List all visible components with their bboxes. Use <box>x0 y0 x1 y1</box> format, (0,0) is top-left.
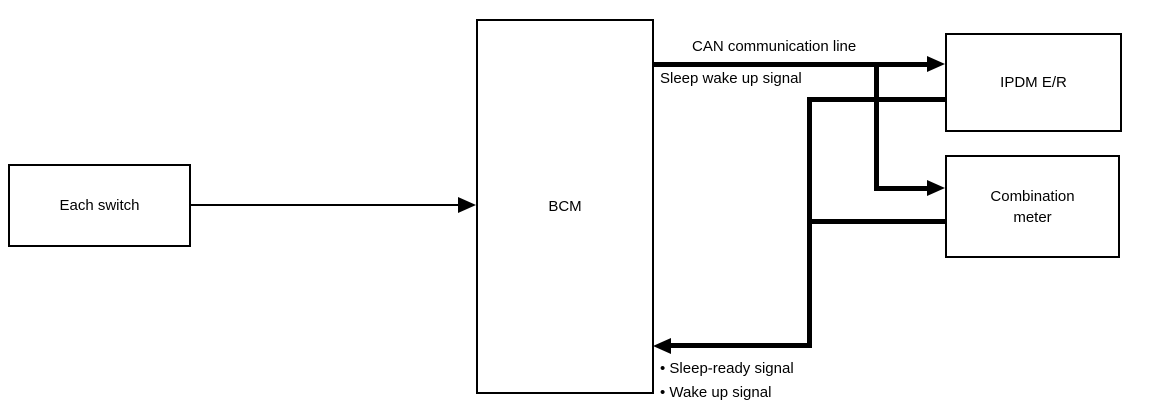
combination-meter-return-line <box>807 219 945 224</box>
arrowhead-into-combination-meter <box>927 180 945 196</box>
node-bcm: BCM <box>476 19 654 394</box>
each-switch-label: Each switch <box>59 197 140 214</box>
line-each-switch-to-bcm <box>191 204 458 206</box>
ipdm-return-line <box>807 97 945 102</box>
node-ipdm-er: IPDM E/R <box>945 33 1122 132</box>
bcm-label: BCM <box>548 198 582 215</box>
arrowhead-into-bcm <box>458 197 476 213</box>
wake-up-signal-label: • Wake up signal <box>660 384 772 401</box>
arrowhead-into-ipdm-er <box>927 56 945 72</box>
sleep-wake-up-signal-label: Sleep wake up signal <box>660 70 802 87</box>
node-each-switch: Each switch <box>8 164 191 247</box>
sleep-ready-signal-label: • Sleep-ready signal <box>660 360 794 377</box>
line-to-combination-meter <box>874 186 929 191</box>
node-combination-meter: Combination meter <box>945 155 1120 258</box>
combination-meter-label: Combination meter <box>990 187 1075 226</box>
arrowhead-return-into-bcm <box>653 338 671 354</box>
can-communication-line-label: CAN communication line <box>692 38 857 55</box>
can-communication-line <box>653 62 929 67</box>
ipdm-er-label: IPDM E/R <box>1000 74 1067 91</box>
can-branch-vertical-line <box>874 62 879 191</box>
return-line-to-bcm <box>669 343 812 348</box>
